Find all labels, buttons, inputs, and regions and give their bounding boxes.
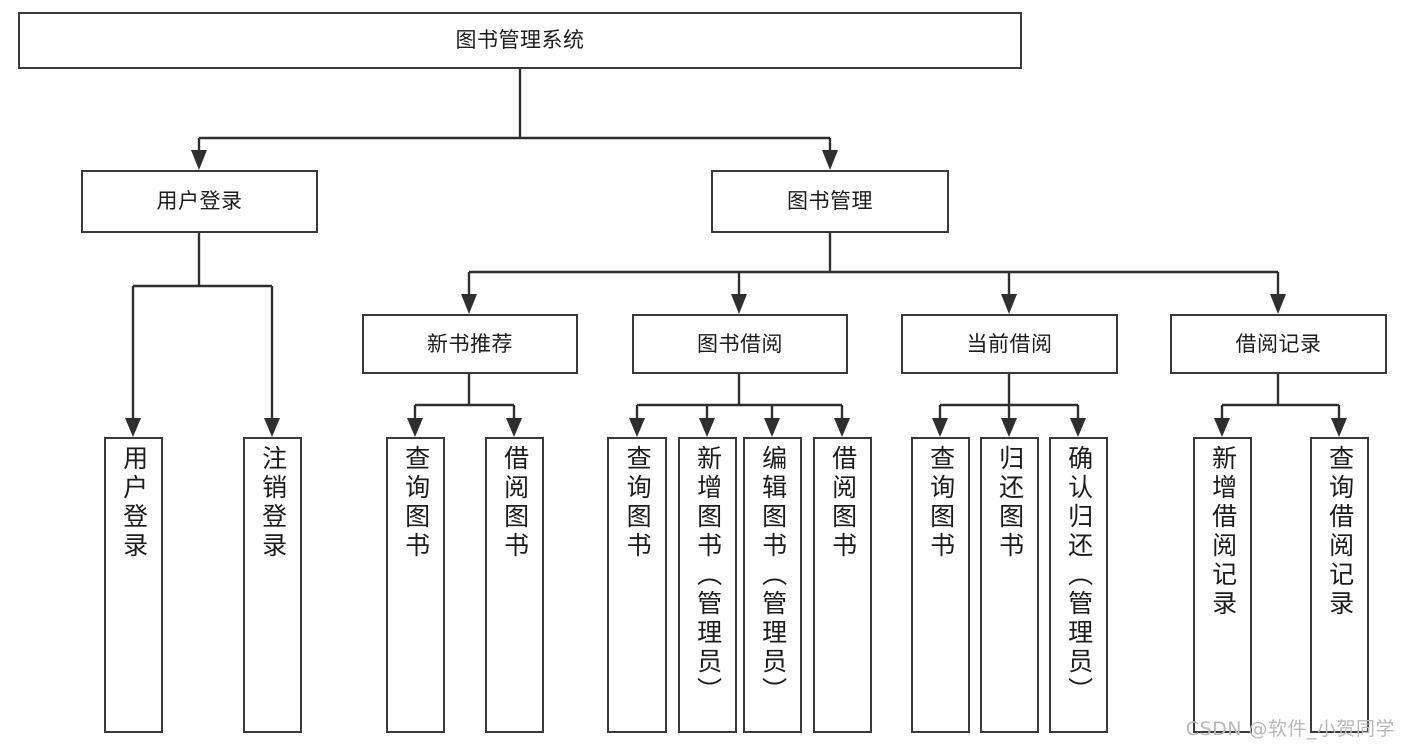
node-leaf-user-login-label: 用户登录	[119, 445, 149, 561]
node-leaf-borrow-book-1-label: 借阅图书	[500, 445, 530, 561]
node-leaf-query-book-2-label: 查询图书	[623, 445, 653, 561]
node-new-book-recommend[interactable]: 新书推荐	[362, 314, 578, 374]
node-new-book-recommend-label: 新书推荐	[427, 331, 513, 356]
node-book-manage[interactable]: 图书管理	[711, 170, 949, 233]
node-book-borrow[interactable]: 图书借阅	[632, 314, 848, 374]
node-leaf-query-record-label: 查询借阅记录	[1325, 445, 1355, 619]
node-leaf-edit-book-label: 编辑图书（管理员）	[758, 445, 788, 706]
node-book-manage-label: 图书管理	[787, 189, 873, 214]
node-leaf-add-book-label: 新增图书（管理员）	[693, 445, 723, 706]
node-leaf-confirm-return[interactable]: 确认归还（管理员）	[1049, 437, 1108, 733]
node-leaf-add-record-label: 新增借阅记录	[1208, 445, 1238, 619]
node-borrow-record[interactable]: 借阅记录	[1170, 314, 1387, 374]
node-user-login-label: 用户登录	[156, 189, 243, 214]
node-leaf-query-book-1[interactable]: 查询图书	[386, 437, 445, 733]
node-root[interactable]: 图书管理系统	[18, 12, 1022, 69]
node-root-label: 图书管理系统	[455, 28, 585, 53]
node-leaf-query-book-3[interactable]: 查询图书	[911, 437, 970, 733]
node-leaf-add-book[interactable]: 新增图书（管理员）	[678, 437, 737, 733]
node-leaf-logout-label: 注销登录	[258, 445, 288, 561]
node-leaf-add-record[interactable]: 新增借阅记录	[1193, 437, 1252, 733]
node-leaf-return-book[interactable]: 归还图书	[980, 437, 1039, 733]
node-leaf-edit-book[interactable]: 编辑图书（管理员）	[743, 437, 802, 733]
node-current-borrow-label: 当前借阅	[966, 331, 1053, 356]
node-leaf-borrow-book-2-label: 借阅图书	[828, 445, 858, 561]
node-leaf-query-book-2[interactable]: 查询图书	[607, 437, 667, 733]
node-leaf-query-book-1-label: 查询图书	[401, 445, 431, 561]
node-user-login[interactable]: 用户登录	[81, 170, 318, 233]
node-leaf-query-record[interactable]: 查询借阅记录	[1310, 437, 1369, 733]
node-leaf-user-login[interactable]: 用户登录	[104, 437, 163, 733]
node-leaf-query-book-3-label: 查询图书	[926, 445, 956, 561]
node-book-borrow-label: 图书借阅	[697, 331, 783, 356]
node-leaf-borrow-book-2[interactable]: 借阅图书	[813, 437, 872, 733]
node-current-borrow[interactable]: 当前借阅	[901, 314, 1118, 374]
node-leaf-return-book-label: 归还图书	[995, 445, 1025, 561]
node-borrow-record-label: 借阅记录	[1235, 331, 1322, 356]
csdn-watermark: CSDN @软件_小贺同学	[1185, 718, 1395, 740]
node-leaf-logout[interactable]: 注销登录	[243, 437, 302, 733]
node-leaf-confirm-return-label: 确认归还（管理员）	[1064, 445, 1094, 706]
node-leaf-borrow-book-1[interactable]: 借阅图书	[485, 437, 544, 733]
